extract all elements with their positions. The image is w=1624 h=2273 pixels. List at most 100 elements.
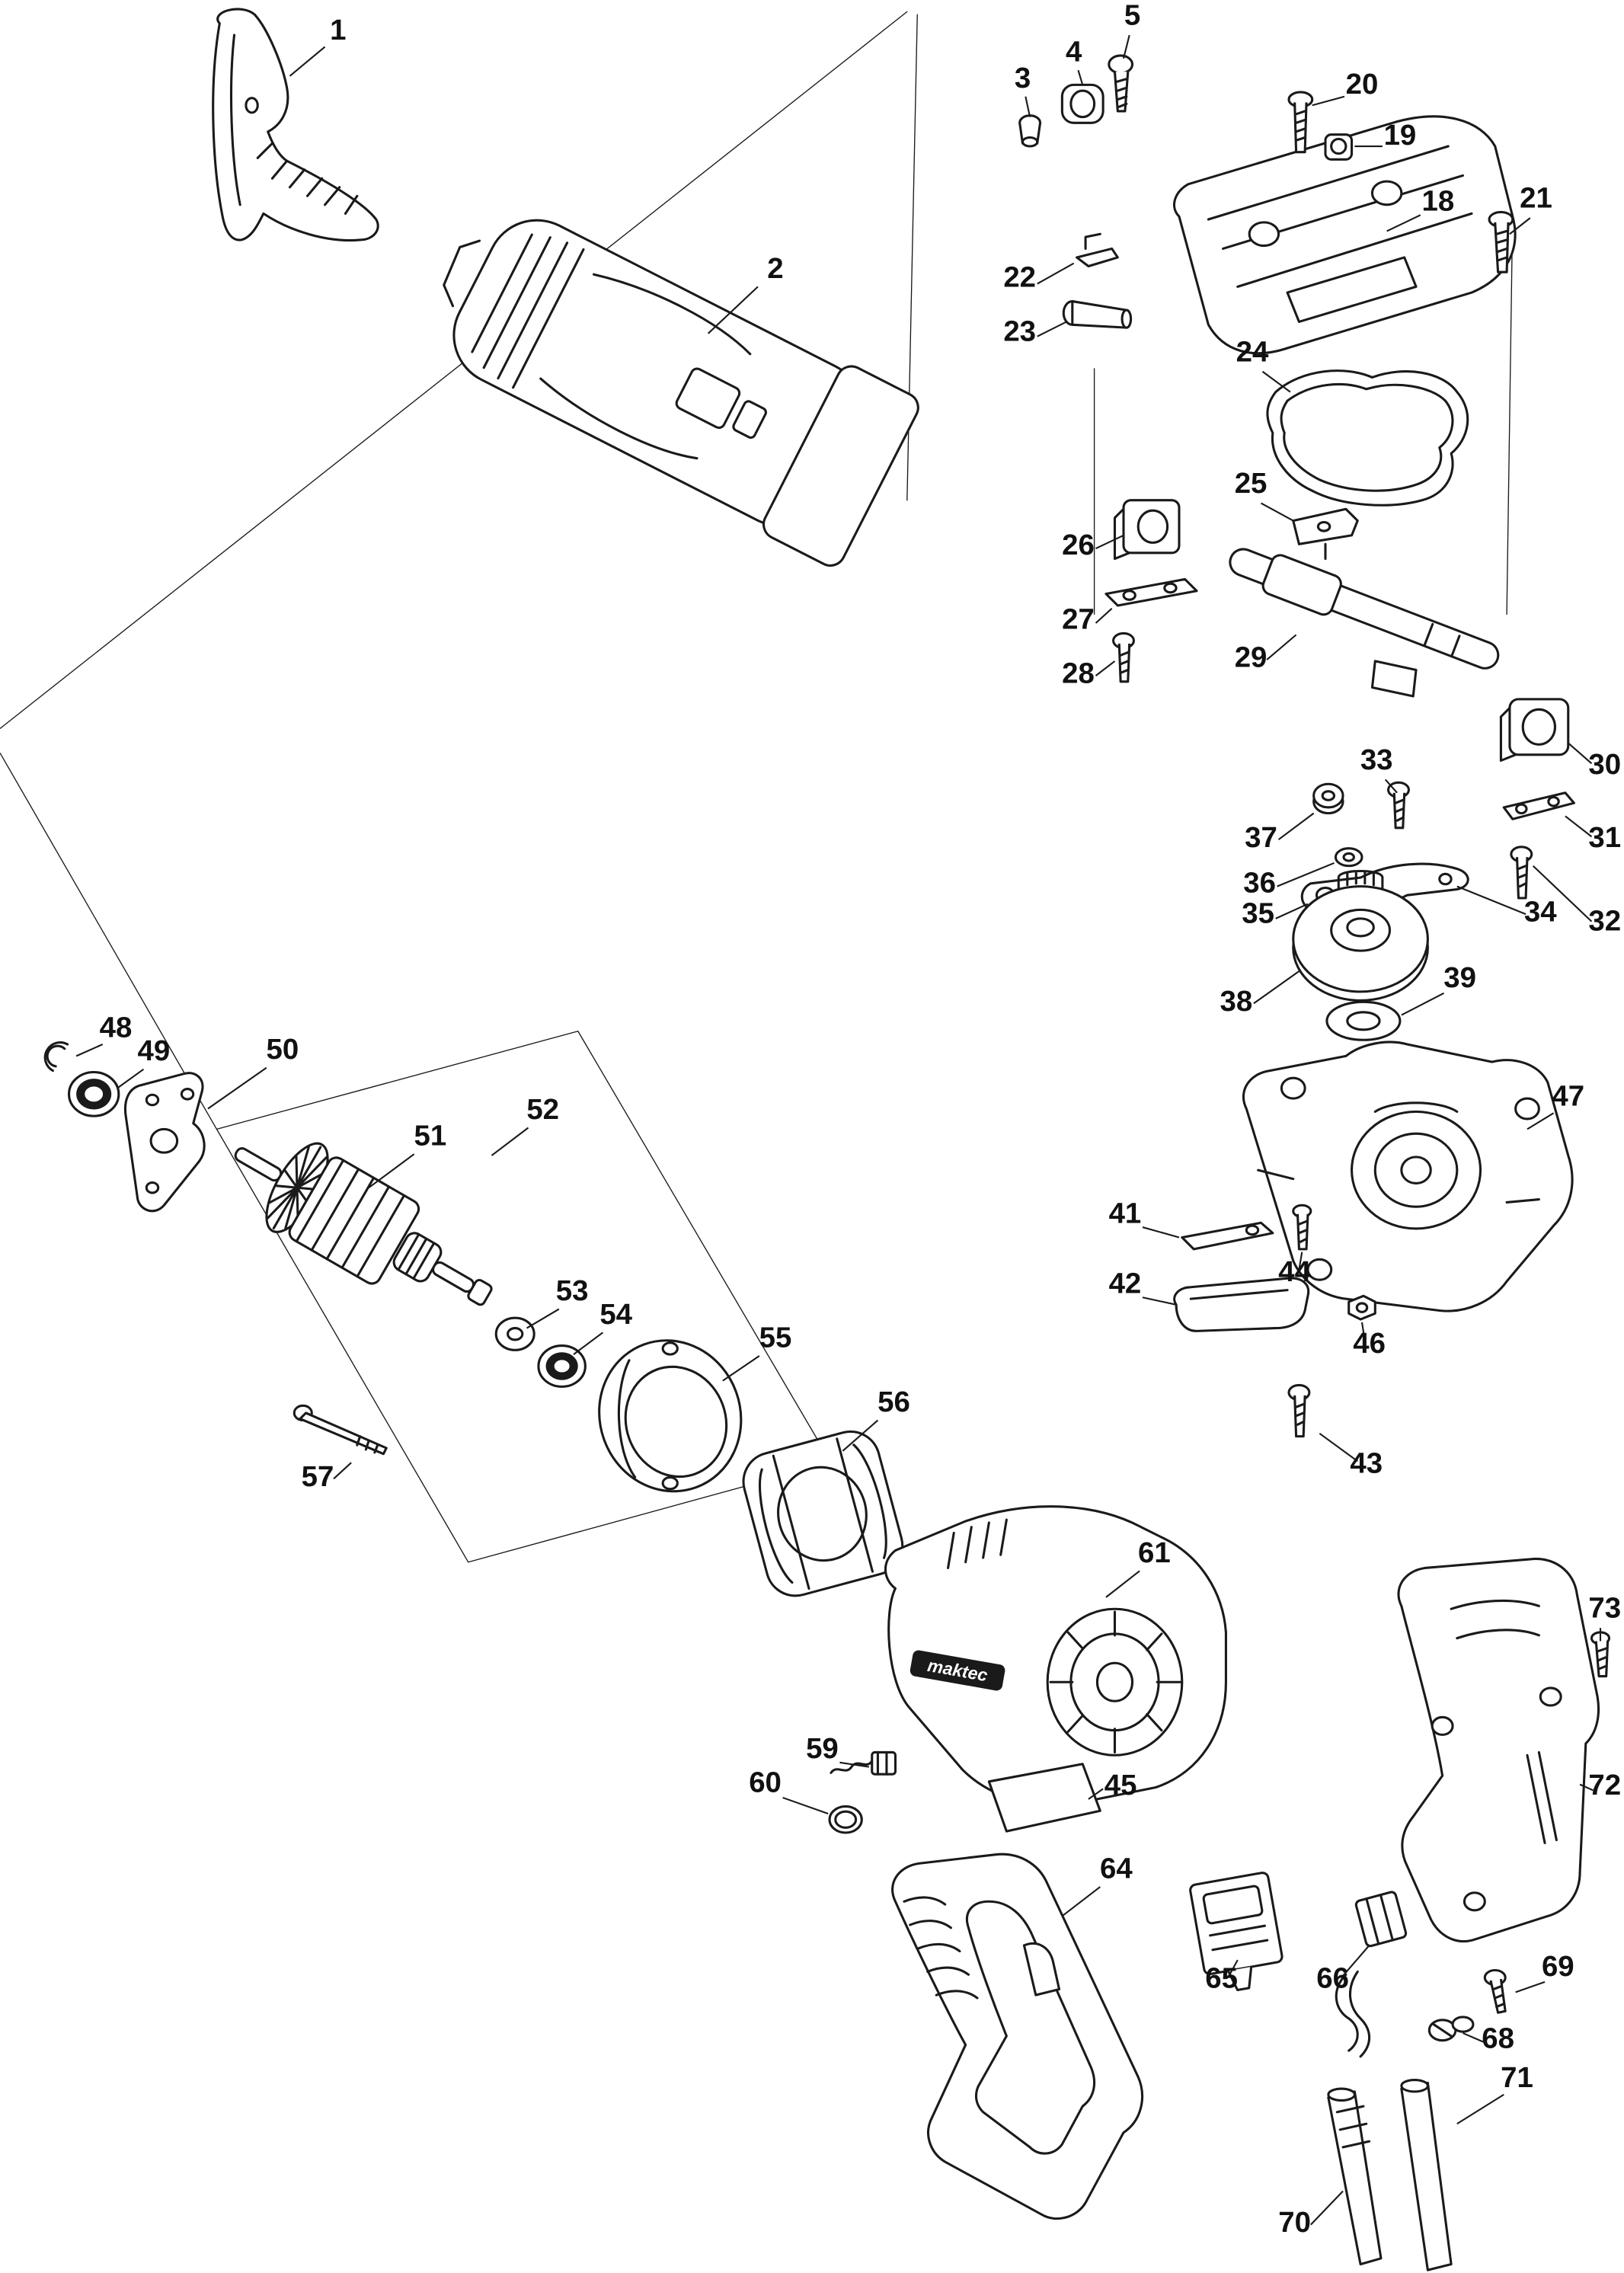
part-18-gear-housing-cover: [1172, 115, 1517, 355]
leader-line: [842, 1419, 879, 1452]
leader-line: [1360, 1322, 1366, 1341]
leader-line: [1319, 1432, 1358, 1463]
part-number-label: 57: [302, 1460, 334, 1493]
leader-line: [75, 1044, 104, 1057]
part-number-label: 48: [100, 1011, 133, 1044]
part-64-handle: [891, 1853, 1144, 2220]
part-number-label: 71: [1501, 2061, 1533, 2094]
part-24-gasket: [1266, 369, 1469, 507]
part-27-bar: [1105, 577, 1198, 607]
part-47-gear-housing: [1242, 1041, 1574, 1312]
part-3-sleeve: [1018, 114, 1042, 148]
part-number-label: 47: [1552, 1080, 1584, 1113]
part-number-label: 37: [1245, 821, 1277, 854]
leader-line: [491, 1127, 529, 1156]
leader-line: [1261, 370, 1291, 393]
part-number-label: 4: [1066, 36, 1082, 69]
part-number-label: 49: [138, 1034, 171, 1067]
leader-line: [1037, 262, 1075, 285]
part-69-screw: [1483, 1968, 1507, 2014]
leader-line: [1277, 862, 1335, 887]
part-number-label: 52: [526, 1093, 559, 1126]
part-number-label: 21: [1520, 182, 1552, 215]
leader-line: [289, 46, 326, 77]
leader-line: [1384, 778, 1398, 794]
part-number-label: 34: [1524, 896, 1557, 929]
part-number-label: 66: [1316, 1962, 1349, 1995]
leader-line: [1463, 2032, 1484, 2043]
part-number-label: 73: [1588, 1592, 1621, 1625]
leader-line: [1456, 885, 1526, 916]
part-30-block: [1499, 698, 1570, 762]
leader-line: [1228, 1959, 1239, 1977]
leader-line: [1253, 970, 1300, 1005]
leader-line: [1105, 1570, 1140, 1598]
part-number-label: 29: [1235, 641, 1268, 674]
part-66-connector: [1354, 1891, 1408, 1948]
part-number-label: 1: [330, 14, 346, 46]
leader-line: [117, 1068, 145, 1089]
part-56-field: [742, 1430, 904, 1597]
leader-line: [1122, 34, 1130, 59]
leader-line: [1568, 742, 1593, 765]
leader-line: [1095, 608, 1113, 624]
part-number-label: 39: [1443, 961, 1476, 994]
part-number-label: 31: [1588, 821, 1621, 854]
part-28-screw: [1112, 631, 1135, 683]
part-number-label: 2: [767, 252, 783, 285]
part-number-label: 70: [1278, 2206, 1311, 2239]
part-number-label: 41: [1109, 1197, 1142, 1229]
part-44-screw: [1292, 1204, 1312, 1251]
part-59-carbon-brush: [830, 1750, 897, 1776]
lead-wires: [1335, 1970, 1371, 2058]
part-45-insulation-sheet: [987, 1763, 1101, 1833]
part-20-screw: [1287, 91, 1314, 154]
leader-line: [1386, 214, 1421, 232]
part-2-motor-housing-barrel: [443, 219, 919, 567]
leader-line: [207, 1066, 267, 1110]
part-55-baffle-plate: [598, 1339, 743, 1493]
part-46-nut: [1347, 1294, 1376, 1321]
part-54-bearing: [537, 1344, 587, 1388]
leader-line: [1509, 217, 1531, 235]
part-57-long-screw: [293, 1404, 388, 1456]
part-70-cord-guard: [1327, 2087, 1383, 2266]
leader-line: [1401, 992, 1445, 1016]
part-number-label: 3: [1015, 62, 1031, 94]
part-number-label: 50: [267, 1033, 299, 1066]
part-number-label: 44: [1278, 1255, 1311, 1288]
leader-line: [1077, 69, 1084, 85]
part-number-label: 54: [599, 1298, 632, 1331]
part-number-label: 28: [1062, 657, 1095, 690]
part-number-label: 23: [1003, 315, 1036, 347]
part-number-label: 25: [1235, 467, 1268, 500]
part-number-label: 45: [1105, 1769, 1137, 1801]
part-4-cap: [1060, 83, 1105, 124]
part-number-label: 56: [878, 1386, 910, 1418]
part-number-label: 38: [1220, 985, 1253, 1018]
part-number-label: 30: [1588, 748, 1621, 781]
leader-line: [1565, 815, 1593, 838]
part-61-motor-housing: maktec: [884, 1505, 1227, 1806]
leader-line: [1515, 1980, 1546, 1993]
part-36-washer: [1334, 847, 1363, 868]
leader-line: [333, 1462, 352, 1480]
leader-line: [526, 1308, 560, 1329]
part-43-screw: [1287, 1383, 1311, 1438]
part-39-washer: [1325, 1000, 1402, 1041]
leader-line: [1025, 96, 1031, 117]
part-38-bevel-gear: [1292, 870, 1429, 1002]
part-number-label: 65: [1205, 1962, 1238, 1995]
part-33-screw: [1387, 781, 1410, 830]
leader-line: [1037, 321, 1067, 337]
part-number-label: 55: [759, 1322, 792, 1354]
part-number-label: 59: [806, 1732, 839, 1765]
part-number-label: 20: [1346, 68, 1379, 101]
leader-line: [1456, 2093, 1504, 2125]
leader-line: [1310, 2190, 1344, 2226]
leader-line: [1088, 1788, 1104, 1800]
part-number-label: 19: [1384, 119, 1417, 152]
leader-line: [368, 1153, 415, 1189]
